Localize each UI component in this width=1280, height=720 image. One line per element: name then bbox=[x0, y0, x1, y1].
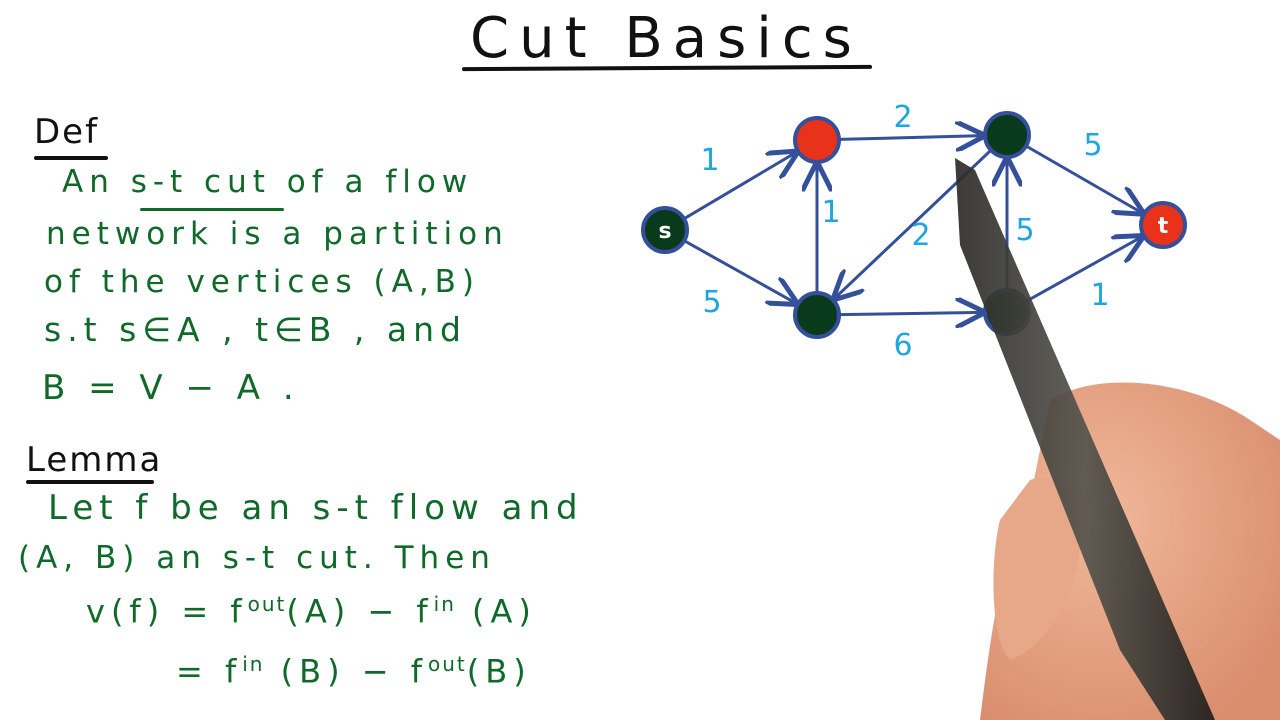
capacity-label-d-c: 5 bbox=[1015, 213, 1034, 248]
node-t bbox=[1139, 201, 1187, 249]
capacity-label-s-a: 1 bbox=[700, 143, 719, 178]
edge-s-b bbox=[683, 239, 796, 304]
capacity-label-c-b: 2 bbox=[911, 218, 930, 253]
lemma-line-1: Let f be an s-t flow and bbox=[48, 488, 584, 528]
pen bbox=[955, 158, 1215, 720]
node-b bbox=[793, 291, 841, 339]
eq1-lhs: v(f) = f bbox=[86, 592, 248, 631]
node-label-t: t bbox=[1158, 214, 1169, 239]
thumb bbox=[993, 478, 1080, 660]
slide-title: Cut Basics bbox=[470, 6, 862, 71]
lemma-equation-1: v(f) = fout(A) − fin (A) bbox=[86, 592, 537, 631]
eq2-lhs: = f bbox=[176, 652, 243, 691]
edge-capacity-labels: 1 5 1 2 2 6 5 5 1 bbox=[700, 100, 1109, 363]
capacity-label-b-a: 1 bbox=[821, 195, 840, 230]
eq2-sup-out: out bbox=[428, 652, 467, 676]
eq1-mid: (A) − f bbox=[286, 592, 434, 631]
eq1-sup-out: out bbox=[247, 592, 287, 616]
eq2-sup-in: in bbox=[242, 652, 265, 676]
capacity-label-c-t: 5 bbox=[1083, 128, 1102, 163]
eq2-mid: (B) − f bbox=[280, 652, 428, 691]
node-c bbox=[983, 111, 1031, 159]
lemma-line-2: (A, B) an s-t cut. Then bbox=[18, 540, 496, 576]
node-a bbox=[793, 116, 841, 164]
lemma-heading: Lemma bbox=[26, 440, 163, 480]
lemma-equation-2: = fin (B) − fout(B) bbox=[176, 652, 532, 691]
def-heading-underline bbox=[34, 156, 108, 160]
eq2-rhs: (B) bbox=[466, 652, 532, 691]
def-line-1: An s-t cut of a flow bbox=[62, 164, 474, 200]
def-heading: Def bbox=[34, 112, 100, 152]
node-label-s: s bbox=[658, 219, 671, 244]
edge-s-a bbox=[683, 152, 796, 221]
capacity-label-b-d: 6 bbox=[893, 328, 912, 363]
edge-c-t bbox=[1025, 144, 1142, 213]
def-line-2: network is a partition bbox=[46, 216, 509, 252]
def-line-5: B = V − A . bbox=[42, 368, 300, 408]
capacity-label-d-t: 1 bbox=[1090, 278, 1109, 313]
def-line-4: s.t s∈A , t∈B , and bbox=[44, 310, 467, 349]
s-t-cut-underline bbox=[140, 208, 284, 211]
eq1-rhs: (A) bbox=[472, 592, 537, 631]
edge-d-t bbox=[1025, 237, 1142, 303]
edge-a-c bbox=[838, 136, 983, 140]
node-s bbox=[641, 206, 689, 254]
eq1-sup-in: in bbox=[433, 592, 456, 616]
capacity-label-a-c: 2 bbox=[893, 100, 912, 135]
edge-b-d bbox=[838, 312, 983, 314]
hand-holding-pen bbox=[955, 158, 1280, 720]
lemma-heading-underline bbox=[26, 480, 154, 484]
def-line-3: of the vertices (A,B) bbox=[44, 264, 481, 300]
capacity-label-s-b: 5 bbox=[702, 285, 721, 320]
